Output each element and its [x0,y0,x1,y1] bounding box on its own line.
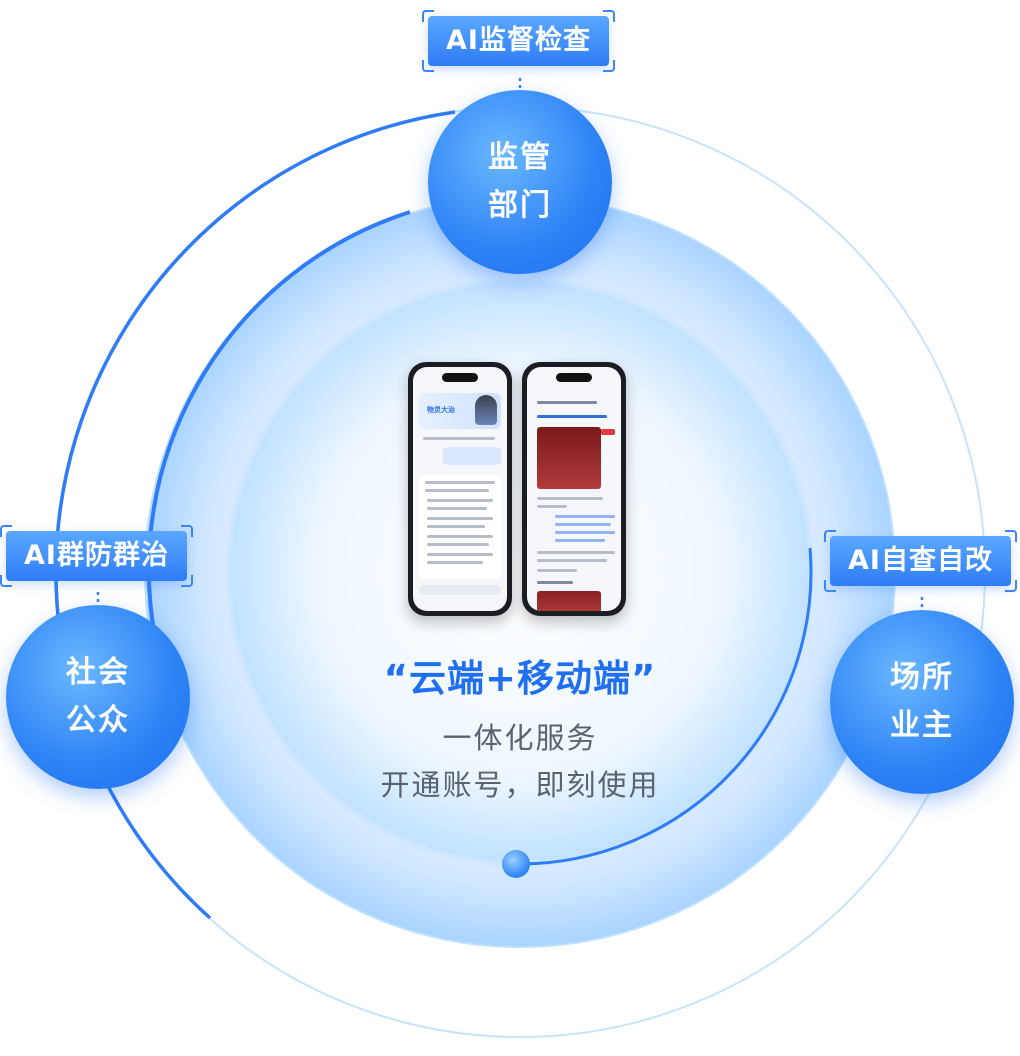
phone-chat: 物灵大治 [408,362,512,616]
role-public-line2: 公众 [66,697,130,745]
tag-ai-community-label: AI群防群治 [24,540,169,571]
role-public-line1: 社会 [66,649,130,697]
phone-brand-label: 物灵大治 [427,405,455,415]
role-public: 社会 公众 [6,605,190,789]
role-owner-line2: 业主 [890,702,954,750]
avatar [475,395,497,425]
role-regulator-line2: 部门 [488,182,552,230]
role-regulator: 监管 部门 [428,90,612,274]
tag-ai-self-check: AI自查自改 [830,536,1011,586]
phone-inspection [522,362,626,616]
center-subtitle-2: 开通账号，即刻使用 [310,762,730,804]
tag-ai-community: AI群防群治 [6,531,187,581]
role-owner-line1: 场所 [890,654,954,702]
center-subtitle-1: 一体化服务 [310,715,730,757]
tag-ai-self-check-label: AI自查自改 [848,545,993,576]
role-regulator-line1: 监管 [488,134,552,182]
tag-ai-supervision: AI监督检查 [428,16,609,66]
center-title: “云端+移动端” [310,648,730,702]
arc-end-dot [502,850,530,878]
tag-ai-supervision-label: AI监督检查 [446,25,591,56]
role-owner: 场所 业主 [830,610,1014,794]
